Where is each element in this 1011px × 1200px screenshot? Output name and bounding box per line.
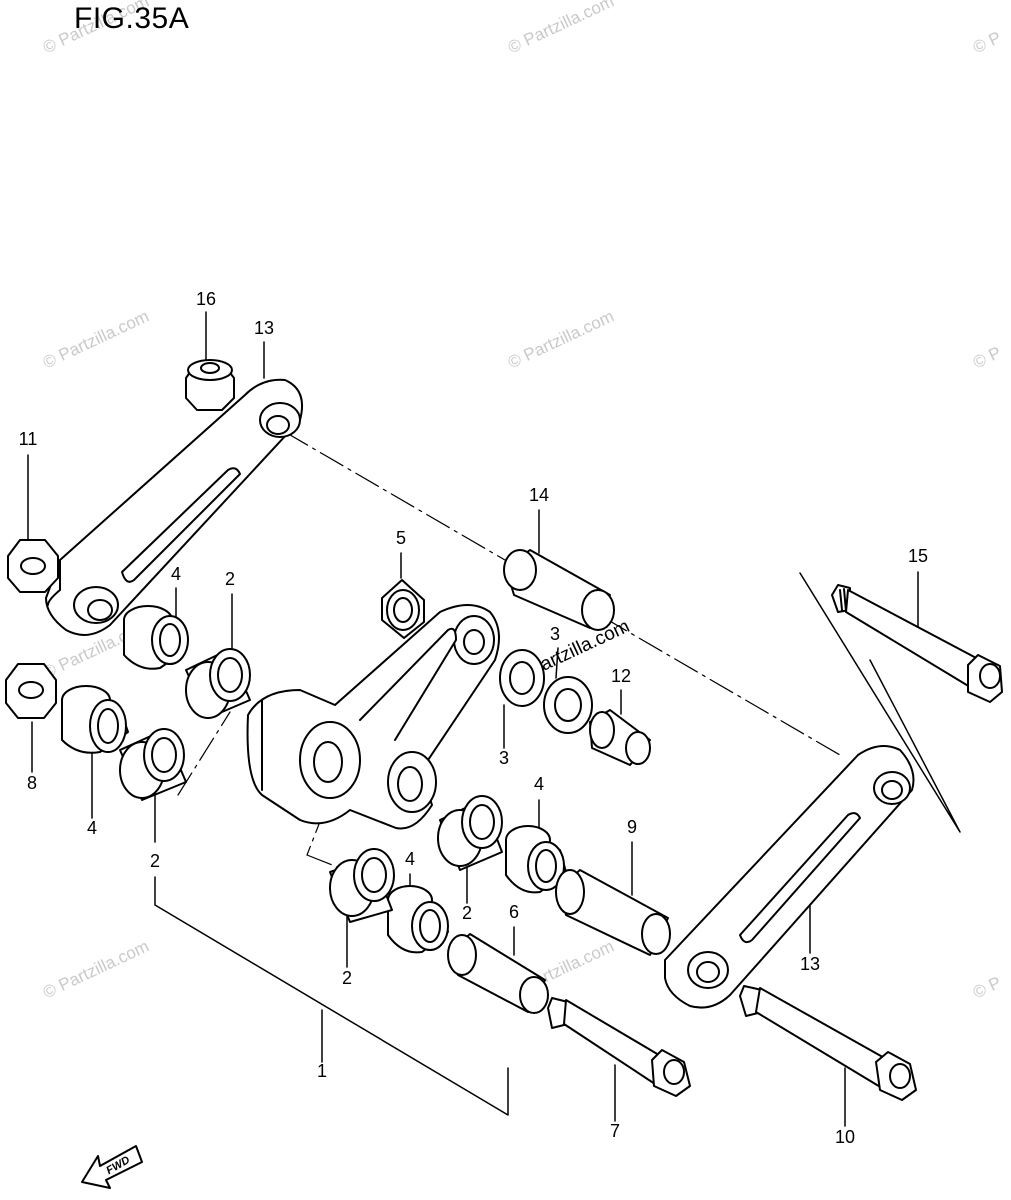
seal-4-c bbox=[505, 825, 567, 894]
bolt-15-frame bbox=[799, 572, 961, 833]
callout-numbers: 16 13 11 4 2 5 14 15 3 12 3 8 4 2 4 9 4 2 6 13 2 1 7 10 bbox=[19, 289, 928, 1147]
callout-c9: 9 bbox=[627, 817, 637, 837]
spacer-9 bbox=[555, 869, 671, 956]
bolt-15 bbox=[831, 584, 1003, 703]
callout-c13a: 13 bbox=[254, 318, 274, 338]
forward-arrow-icon bbox=[81, 1145, 143, 1189]
bearing-2-b bbox=[119, 728, 187, 801]
callout-c4d: 4 bbox=[405, 849, 415, 869]
nut-16 bbox=[185, 359, 235, 411]
bearing-2-c bbox=[437, 795, 503, 871]
callout-c6: 6 bbox=[509, 902, 519, 922]
cushion-lever-1 bbox=[246, 604, 500, 830]
figure-title: FIG.35A bbox=[74, 2, 190, 35]
callout-c2b: 2 bbox=[150, 851, 160, 871]
bearing-3-a bbox=[543, 676, 593, 734]
seal-4-a bbox=[123, 605, 189, 670]
spacer-6 bbox=[447, 933, 549, 1014]
callout-c4b: 4 bbox=[87, 818, 97, 838]
callout-c4c: 4 bbox=[534, 774, 544, 794]
bearing-2-d bbox=[329, 848, 395, 923]
callout-c11: 11 bbox=[19, 429, 38, 449]
callout-c13b: 13 bbox=[800, 954, 820, 974]
callout-c2d: 2 bbox=[342, 968, 352, 988]
spacer-12 bbox=[589, 709, 651, 766]
callout-c4a: 4 bbox=[171, 564, 181, 584]
seal-4-b bbox=[61, 685, 129, 754]
callout-c5: 5 bbox=[396, 528, 406, 548]
bolt-10 bbox=[739, 985, 917, 1101]
callout-c8: 8 bbox=[27, 773, 37, 793]
bearing-3-b bbox=[499, 649, 545, 707]
callout-c10: 10 bbox=[835, 1127, 855, 1147]
callout-c2c: 2 bbox=[462, 903, 472, 923]
callout-c16: 16 bbox=[196, 289, 216, 309]
bearing-2-a bbox=[185, 648, 251, 719]
link-rod-13-lower bbox=[664, 745, 915, 1009]
bolt-7 bbox=[547, 997, 691, 1097]
callout-c1: 1 bbox=[317, 1061, 327, 1081]
callout-c15: 15 bbox=[908, 546, 928, 566]
link-rod-13-upper bbox=[45, 378, 304, 636]
nut-11 bbox=[7, 539, 59, 593]
callout-c7: 7 bbox=[610, 1121, 620, 1141]
callout-c14: 14 bbox=[529, 485, 549, 505]
nut-8 bbox=[5, 663, 57, 719]
seal-4-d bbox=[387, 885, 449, 954]
callout-c3b: 3 bbox=[499, 748, 509, 768]
callout-c12: 12 bbox=[611, 666, 631, 686]
callout-c2a: 2 bbox=[225, 569, 235, 589]
callout-c3a: 3 bbox=[550, 624, 560, 644]
collar-5 bbox=[381, 579, 425, 639]
spacer-14 bbox=[503, 549, 615, 631]
